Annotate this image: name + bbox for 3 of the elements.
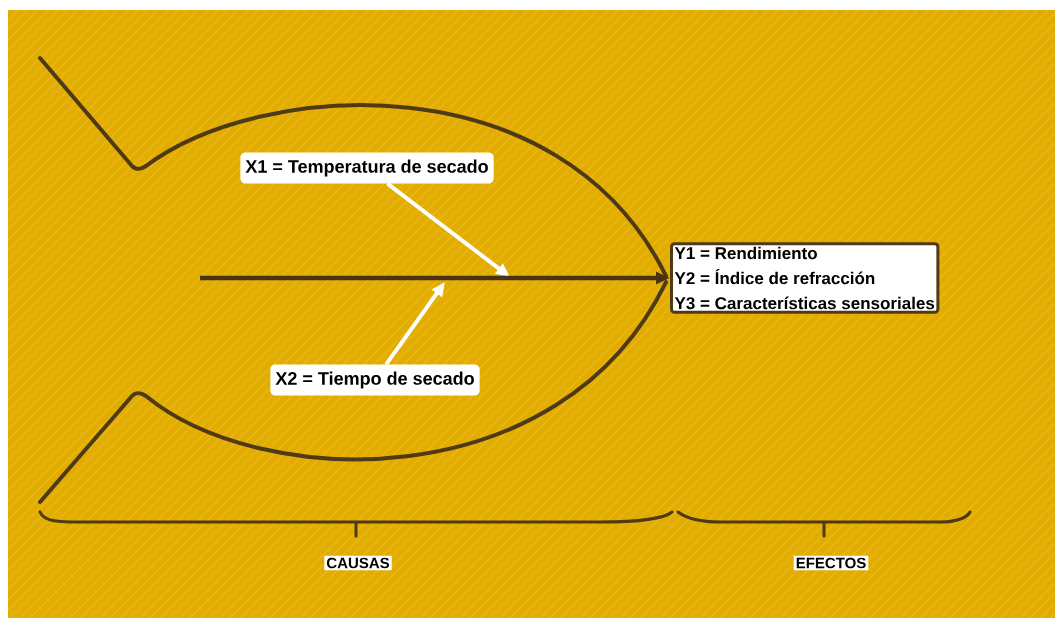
effects-box: Y1 = Rendimiento Y2 = Índice de refracción Y3 = Características sensoriales — [670, 242, 940, 314]
label-box: X1 = Temperatura de secado — [240, 152, 494, 184]
label-box: X2 = Tiempo de secado — [270, 364, 480, 396]
